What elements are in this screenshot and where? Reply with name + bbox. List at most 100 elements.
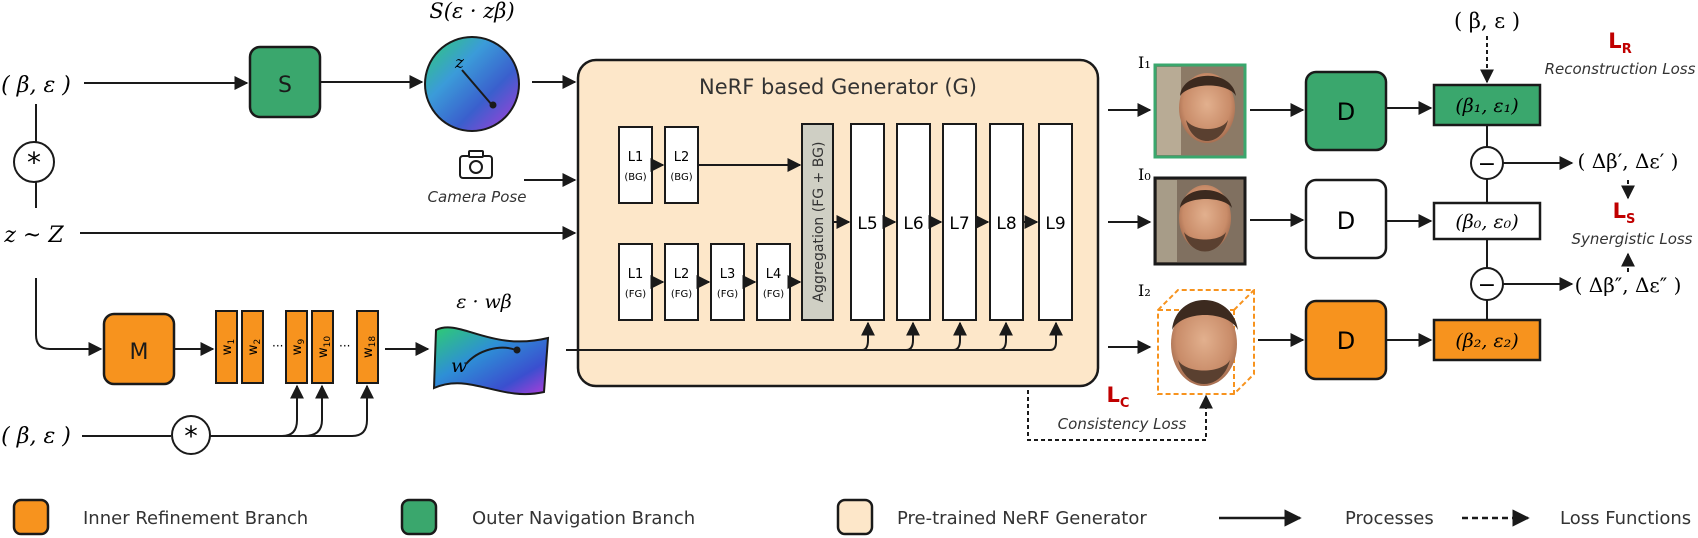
- layer-l1-bg-tag: (BG): [624, 172, 646, 183]
- layer-l1-fg-tag: (FG): [625, 289, 646, 300]
- layer-l3-fg-tag: (FG): [717, 289, 738, 300]
- layer-l1-bg-name: L1: [628, 150, 644, 165]
- layer-l5-label: L5: [857, 214, 877, 234]
- minus-op-top-symbol: −: [1478, 152, 1496, 177]
- legend: Inner Refinement Branch Outer Navigation…: [12, 498, 1691, 536]
- generator-internal-arrows: [650, 158, 1039, 289]
- layer-l7: [942, 123, 977, 321]
- layer-l2-fg-name: L2: [674, 267, 690, 282]
- generator-title: NeRF based Generator (G): [699, 75, 977, 99]
- face-image-i2-3d: [1157, 289, 1255, 395]
- fg-layers: L1 (FG) L2 (FG) L3 (FG) L4 (FG): [618, 243, 791, 321]
- discriminator-top-label: D: [1337, 98, 1355, 126]
- loss-lr-symbol: LR: [1608, 29, 1631, 57]
- w-space-vector: [465, 346, 517, 365]
- star-op-bottom-symbol: *: [184, 421, 198, 452]
- s-output-label: S(ε · zβ): [429, 0, 514, 23]
- legend-loss-label: Loss Functions: [1560, 508, 1691, 529]
- layer-l1-fg-name: L1: [628, 267, 644, 282]
- layer-l8-label: L8: [996, 214, 1016, 234]
- camera-pose-label: Camera Pose: [428, 188, 527, 206]
- image-i2-label: I₂: [1138, 281, 1151, 300]
- latent-input: z ~ Z: [3, 223, 64, 248]
- layer-l8: [989, 123, 1024, 321]
- sphere-vector: [461, 69, 493, 106]
- w-block-1-label: w1: [220, 339, 237, 355]
- discriminator-mid-label: D: [1337, 207, 1355, 235]
- w-dots-2: ···: [339, 339, 350, 353]
- layer-l4-fg-tag: (FG): [763, 289, 784, 300]
- layer-l3-fg-name: L3: [720, 267, 736, 282]
- loss-ls-symbol: LS: [1613, 199, 1636, 227]
- w-block-10-label: w10: [316, 336, 333, 358]
- loss-dashed-arrows: [1027, 36, 1635, 441]
- discriminator-mid: [1304, 178, 1388, 260]
- difference-top: ( Δβ′, Δε′ ): [1578, 149, 1679, 173]
- layer-l1-bg: [618, 126, 653, 204]
- output-flow-arrows: [1108, 101, 1574, 354]
- layer-l4-fg-name: L4: [766, 267, 782, 282]
- layer-l4-fg: [756, 243, 791, 321]
- layer-l2-bg-name: L2: [674, 150, 690, 165]
- w-block-10: [311, 310, 334, 384]
- aggregation-block: [801, 123, 834, 321]
- legend-inner-swatch: [12, 498, 50, 536]
- prediction-p1: [1432, 83, 1542, 127]
- bottom-params-input: ( β, ε ): [1, 424, 71, 449]
- layer-l6: [896, 123, 931, 321]
- w-block-9: [285, 310, 308, 384]
- layer-l2-fg: [664, 243, 699, 321]
- star-op-left: [13, 141, 55, 183]
- legend-outer-swatch: [400, 498, 438, 536]
- loss-lr-name: Reconstruction Loss: [1545, 60, 1696, 78]
- w-block-18-label: w18: [361, 336, 378, 358]
- layer-l2-bg-tag: (BG): [670, 172, 692, 183]
- w-dots-1: ···: [272, 339, 283, 353]
- w-block-9-label: w9: [290, 339, 307, 356]
- face-image-i1: [1153, 63, 1247, 159]
- wspace-label: ε · wβ: [456, 291, 512, 313]
- minus-op-bottom-symbol: −: [1478, 273, 1496, 298]
- w-space-manifold: [432, 326, 550, 396]
- top-params-input: ( β, ε ): [1, 73, 71, 98]
- input-flow-arrows: [35, 75, 1063, 437]
- s-module: [248, 45, 322, 119]
- layer-l9-label: L9: [1045, 214, 1065, 234]
- discriminator-bottom-label: D: [1337, 327, 1355, 355]
- legend-outer-label: Outer Navigation Branch: [472, 508, 695, 529]
- prediction-p1-label: (β₁, ε₁): [1455, 95, 1518, 117]
- w-block-18: [356, 310, 379, 384]
- legend-inner-label: Inner Refinement Branch: [83, 508, 308, 529]
- layer-l7-label: L7: [949, 214, 969, 234]
- layer-l1-fg: [618, 243, 653, 321]
- w-code-blocks: w1 w2 ··· w9 w10 ··· w18: [215, 310, 379, 384]
- layer-l2-fg-tag: (FG): [671, 289, 692, 300]
- prediction-p0-label: (β₀, ε₀): [1455, 211, 1518, 233]
- prediction-p0: [1432, 201, 1542, 241]
- camera-icon: [459, 150, 493, 179]
- legend-pretrained-swatch: [836, 498, 874, 536]
- w-space-vector-tip: [513, 346, 521, 354]
- loss-ls-name: Synergistic Loss: [1571, 230, 1692, 248]
- w-block-2: [241, 310, 264, 384]
- sphere-vector-tip: [489, 101, 497, 109]
- layer-l2-bg: [664, 126, 699, 204]
- latent-sphere: [424, 36, 520, 132]
- w-block-2-label: w2: [246, 339, 263, 355]
- w-block-1: [215, 310, 238, 384]
- s-module-label: S: [278, 73, 292, 98]
- upper-layers: L5 L6 L7 L8 L9: [850, 123, 1073, 321]
- m-module-label: M: [130, 340, 149, 365]
- difference-bottom: ( Δβ″, Δε″ ): [1575, 273, 1682, 297]
- image-i1-label: I₁: [1138, 53, 1151, 72]
- image-i0-label: I₀: [1138, 165, 1151, 184]
- loss-lc-name: Consistency Loss: [1058, 415, 1187, 433]
- star-op-left-symbol: *: [27, 146, 41, 179]
- discriminator-top: [1304, 70, 1388, 152]
- sphere-z-label: z: [454, 53, 465, 73]
- w-space-w-label: w: [451, 355, 467, 377]
- face-image-i0: [1153, 176, 1247, 266]
- legend-pretrained-label: Pre-trained NeRF Generator: [897, 508, 1147, 529]
- gt-params-label: ( β, ε ): [1454, 9, 1520, 33]
